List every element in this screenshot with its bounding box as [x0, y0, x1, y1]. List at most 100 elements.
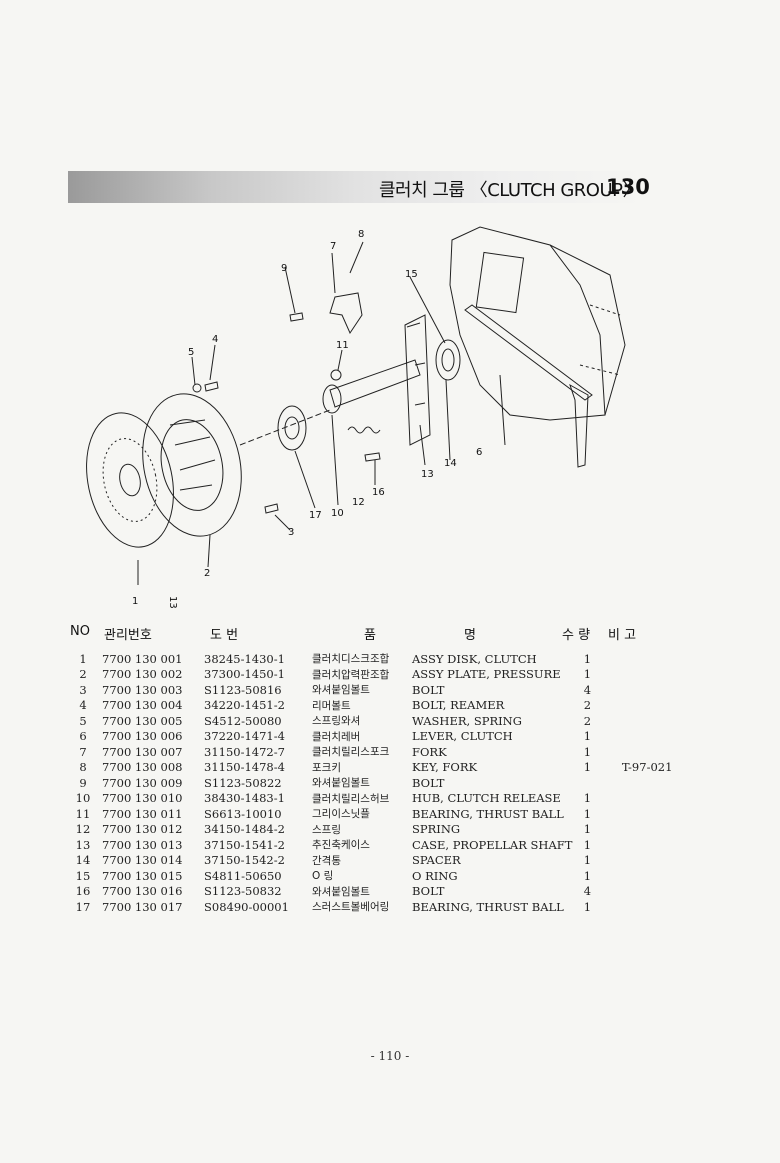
cell-kor: 추진축케이스 [312, 839, 370, 852]
cell-dwg: 31150-1478-4 [204, 760, 285, 775]
callout-6: 6 [476, 447, 482, 458]
cell-kor: 와셔붙임볼트 [312, 777, 370, 790]
cell-no: 13 [75, 837, 91, 852]
cell-remark [602, 729, 672, 745]
callout-7: 7 [330, 241, 336, 252]
cell-kor: O 링 [312, 870, 334, 883]
cell-no: 5 [79, 713, 87, 728]
cell-mgmt: 7700 130 016 [102, 884, 183, 899]
cell-no: 1 [79, 651, 87, 666]
cell-mgmt: 7700 130 012 [102, 822, 183, 837]
cell-remark [602, 837, 672, 853]
fork-drawing [329, 292, 363, 335]
cell-qty: 1 [583, 651, 592, 666]
cell-mgmt: 7700 130 001 [102, 651, 183, 666]
cell-qty: 1 [583, 791, 592, 806]
cell-eng: BOLT [412, 884, 445, 899]
callout-5: 5 [188, 347, 194, 358]
cell-mgmt: 7700 130 008 [102, 760, 183, 775]
pressure-plate-drawing [142, 393, 242, 537]
cell-no: 7 [79, 744, 87, 759]
cell-no: 12 [75, 822, 91, 837]
col-name: 명 [464, 628, 476, 643]
cell-dwg: 38245-1430-1 [204, 651, 285, 666]
callout-17: 17 [309, 510, 322, 521]
cell-qty: 2 [583, 713, 592, 728]
housing-drawing [449, 226, 606, 421]
exploded-parts-diagram: 1 2 3 4 5 6 7 8 9 10 11 12 13 14 15 16 1… [86, 226, 626, 609]
cell-kor: 클러치릴리스허브 [312, 792, 390, 805]
cell-kor: 클러치레버 [312, 730, 361, 743]
bolt-3-drawing [264, 503, 279, 514]
cell-no: 9 [79, 775, 87, 790]
callout-11: 11 [336, 340, 349, 351]
cell-eng: LEVER, CLUTCH [412, 729, 513, 744]
cell-qty: 2 [583, 698, 592, 713]
cell-dwg: S1123-50816 [204, 682, 282, 697]
callout-16: 16 [372, 487, 385, 498]
cell-remark [602, 806, 672, 822]
cell-eng: SPACER [412, 853, 461, 868]
title-banner [68, 171, 646, 203]
cell-kor: 리머볼트 [312, 699, 351, 712]
cell-remark [602, 682, 672, 698]
callout-2: 2 [204, 568, 210, 579]
cell-qty: 4 [583, 682, 592, 697]
cell-dwg: S1123-50822 [204, 775, 282, 790]
cell-no: 10 [75, 791, 91, 806]
cell-qty: 1 [583, 806, 592, 821]
nipple-11-drawing [330, 369, 342, 381]
cell-no: 8 [79, 760, 87, 775]
cell-remark [602, 744, 672, 760]
cell-dwg: 37150-1542-2 [204, 853, 285, 868]
cell-remark [602, 899, 672, 915]
cell-qty: 1 [583, 760, 592, 775]
cell-dwg: 37300-1450-1 [204, 667, 285, 682]
col-quantity: 수 량 [562, 628, 591, 643]
cell-no: 17 [75, 899, 91, 914]
clutch-disc-drawing [86, 412, 174, 548]
bearing-drawing [277, 405, 307, 451]
cell-dwg: 31150-1472-7 [204, 744, 285, 759]
cell-remark [602, 791, 672, 807]
bolt-4-drawing [204, 381, 219, 392]
callout-1: 1 [132, 596, 138, 607]
cell-no: 4 [79, 698, 87, 713]
callout-8: 8 [358, 229, 364, 240]
cell-kor: 스러스트볼베어링 [312, 901, 390, 914]
spring-drawing [347, 426, 381, 434]
cell-mgmt: 7700 130 004 [102, 698, 183, 713]
cell-kor: 스프링 [312, 823, 341, 836]
cell-no: 3 [79, 682, 87, 697]
cell-remark [602, 667, 672, 683]
cell-kor: 클러치릴리스포크 [312, 746, 390, 759]
cell-kor: 간격통 [312, 854, 341, 867]
cell-eng: KEY, FORK [412, 760, 478, 775]
cell-kor: 와셔붙임볼트 [312, 885, 370, 898]
cell-mgmt: 7700 130 003 [102, 682, 183, 697]
cell-remark: T-97-021 [621, 760, 673, 775]
cell-kor: 그리이스닛플 [312, 808, 370, 821]
cell-eng: BEARING, THRUST BALL [412, 899, 564, 914]
cell-qty: 1 [583, 837, 592, 852]
callout-15: 15 [405, 269, 418, 280]
cell-dwg: S08490-00001 [204, 899, 289, 914]
cell-remark [602, 853, 672, 869]
group-number: 130 [606, 175, 650, 199]
cell-kor: 포크키 [312, 761, 341, 774]
cell-no: 15 [75, 868, 91, 883]
cell-dwg: 37220-1471-4 [204, 729, 285, 744]
cell-dwg: S1123-50832 [204, 884, 282, 899]
